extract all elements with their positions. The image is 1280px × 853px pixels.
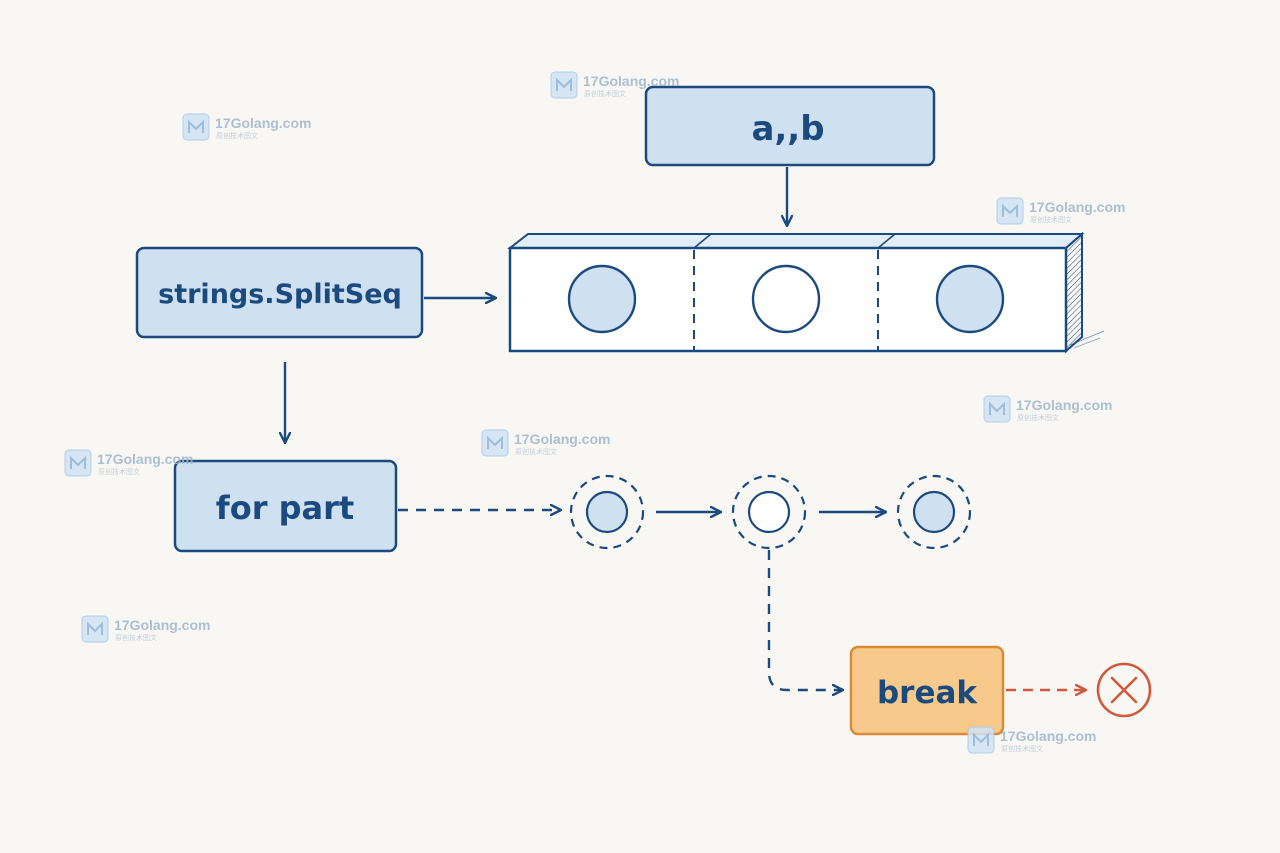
- break-node: break: [849, 645, 1005, 736]
- watermark-logo-icon: [550, 71, 578, 99]
- loop-node: for part: [173, 459, 398, 553]
- sequence-element-b: [935, 264, 1005, 334]
- loop-label: for part: [216, 489, 354, 527]
- input-string-label: a,,b: [751, 109, 824, 149]
- watermark-subtext: 原创技术图文: [515, 447, 557, 456]
- break-connector: [767, 550, 843, 690]
- watermark-text: 17Golang.com: [97, 451, 193, 467]
- iteration-node-b: [896, 474, 972, 550]
- input-string-node: a,,b: [644, 85, 936, 167]
- watermark-text: 17Golang.com: [1016, 397, 1112, 413]
- watermark-subtext: 原创技术图文: [1017, 413, 1059, 422]
- watermark-logo-icon: [481, 429, 509, 457]
- watermark-logo-icon: [182, 113, 210, 141]
- watermark-text: 17Golang.com: [514, 431, 610, 447]
- iteration-node-empty: [731, 474, 807, 550]
- iteration-node-a: [569, 474, 645, 550]
- watermark-text: 17Golang.com: [583, 73, 679, 89]
- watermark-logo-icon: [967, 726, 995, 754]
- watermark-text: 17Golang.com: [1000, 728, 1096, 744]
- split-func-node: strings.SplitSeq: [135, 246, 424, 339]
- watermark-subtext: 原创技术图文: [1030, 215, 1072, 224]
- watermark-text: 17Golang.com: [114, 617, 210, 633]
- sequence-element-empty: [751, 264, 821, 334]
- stop-x-icon: [1096, 662, 1152, 718]
- break-label: break: [877, 675, 978, 711]
- watermark-subtext: 原创技术图文: [1001, 744, 1043, 753]
- split-func-label: strings.SplitSeq: [158, 279, 402, 310]
- watermark-subtext: 原创技术图文: [98, 467, 140, 476]
- watermark-subtext: 原创技术图文: [584, 89, 626, 98]
- watermark-text: 17Golang.com: [1029, 199, 1125, 215]
- watermark-subtext: 原创技术图文: [216, 131, 258, 140]
- watermark-logo-icon: [983, 395, 1011, 423]
- watermark-logo-icon: [64, 449, 92, 477]
- sequence-element-a: [567, 264, 637, 334]
- sequence-block: [507, 231, 1105, 354]
- watermark-subtext: 原创技术图文: [115, 633, 157, 642]
- watermark-logo-icon: [81, 615, 109, 643]
- watermark-logo-icon: [996, 197, 1024, 225]
- watermark-text: 17Golang.com: [215, 115, 311, 131]
